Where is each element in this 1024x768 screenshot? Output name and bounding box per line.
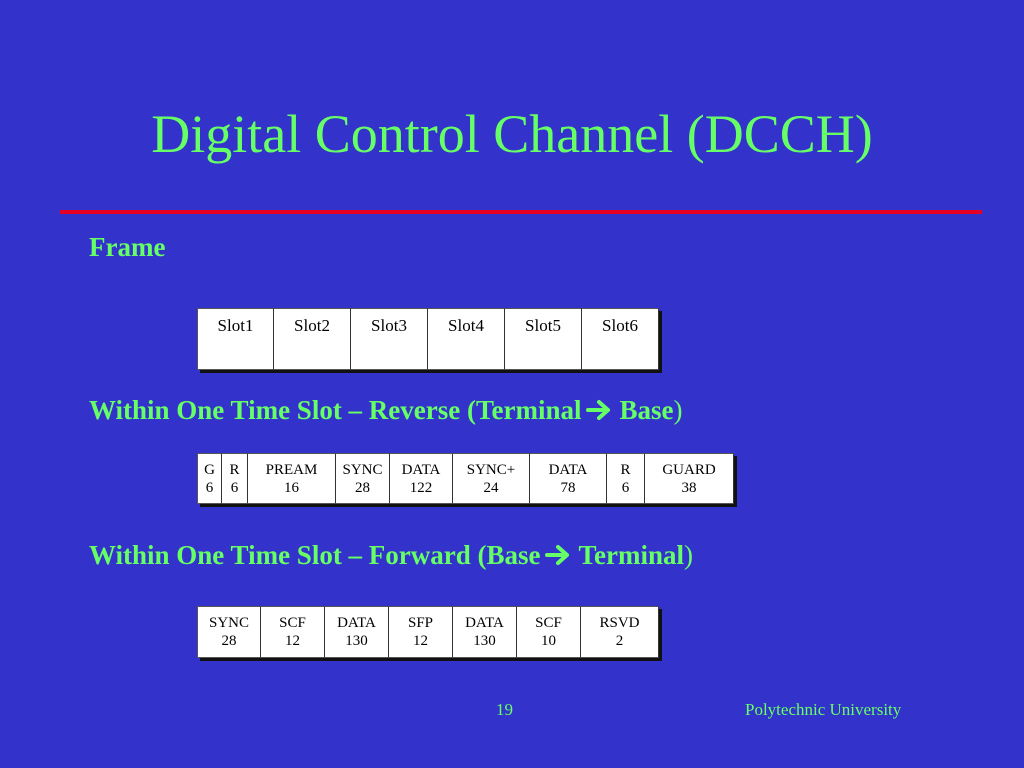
- field-name: R: [229, 461, 240, 478]
- field-bits: 12: [285, 633, 300, 649]
- field-name: SYNC+: [466, 461, 516, 478]
- field-name: SYNC: [342, 461, 383, 478]
- frame-slot-2: Slot2: [274, 308, 351, 370]
- field-name: SFP: [407, 615, 434, 631]
- field-name: DATA: [548, 461, 588, 478]
- field-bits: 16: [284, 479, 299, 496]
- reverse-heading-suffix: ): [673, 395, 683, 425]
- field-bits: 78: [560, 479, 576, 496]
- field-name: GUARD: [662, 461, 716, 478]
- right-arrow-icon: [544, 545, 569, 565]
- field-bits: 130: [473, 633, 496, 649]
- forward-heading-prefix: Within One Time Slot – Forward (: [89, 540, 487, 570]
- forward-field: SYNC 28: [197, 606, 261, 658]
- footer-institution: Polytechnic University: [745, 700, 902, 719]
- field-bits: 28: [355, 479, 370, 496]
- frame-slot-1: Slot1: [197, 308, 274, 370]
- slide-title: Digital Control Channel (DCCH): [151, 104, 873, 164]
- field-bits: 24: [483, 479, 499, 496]
- forward-field: SCF 10: [517, 606, 581, 658]
- forward-field: RSVD 2: [581, 606, 659, 658]
- reverse-field: SYNC+24: [453, 453, 530, 504]
- reverse-heading: Within One Time Slot – Reverse (Terminal…: [89, 395, 683, 426]
- field-bits: 10: [541, 633, 556, 649]
- frame-slot-3: Slot3: [351, 308, 428, 370]
- forward-from: Base: [486, 540, 541, 570]
- field-name: SYNC: [208, 615, 249, 631]
- frame-slot-4: Slot4: [428, 308, 505, 370]
- field-bits: 12: [413, 633, 428, 649]
- forward-heading: Within One Time Slot – Forward (Base Term…: [89, 540, 693, 571]
- forward-field: SFP 12: [389, 606, 453, 658]
- field-name: DATA: [337, 615, 376, 631]
- field-name: DATA: [401, 461, 441, 478]
- field-bits: 122: [409, 479, 433, 496]
- right-arrow-icon: [585, 400, 610, 420]
- field-name: SCF: [279, 615, 306, 631]
- field-bits: 6: [621, 479, 630, 496]
- field-name: R: [620, 461, 631, 478]
- frame-heading: Frame: [89, 232, 166, 262]
- title-divider: [60, 210, 982, 214]
- field-bits: 2: [615, 633, 624, 649]
- field-name: SCF: [535, 615, 562, 631]
- forward-to: Terminal: [578, 540, 685, 570]
- reverse-heading-prefix: Within One Time Slot – Reverse (: [89, 395, 476, 425]
- field-name: G: [204, 461, 215, 478]
- forward-field: DATA 130: [453, 606, 517, 658]
- field-bits: 130: [345, 633, 368, 649]
- reverse-to: Base: [619, 395, 674, 425]
- frame-slot-5: Slot5: [505, 308, 582, 370]
- forward-heading-suffix: ): [684, 540, 694, 570]
- field-bits: 6: [230, 479, 239, 496]
- field-name: DATA: [465, 615, 504, 631]
- forward-field: DATA 130: [325, 606, 389, 658]
- field-bits: 38: [681, 479, 697, 496]
- reverse-from: Terminal: [476, 395, 582, 425]
- field-name: RSVD: [599, 615, 640, 631]
- frame-slot-strip: Slot1 Slot2 Slot3 Slot4 Slot5 Slot6: [197, 308, 659, 370]
- page-number: 19: [496, 700, 513, 719]
- field-bits: 6: [205, 479, 214, 496]
- forward-field-strip: SYNC 28 SCF 12 DATA 130 SFP 12 DATA 130 SCF 10…: [197, 606, 659, 658]
- field-bits: 28: [221, 633, 237, 649]
- field-name: PREAM: [265, 461, 318, 478]
- frame-slot-6: Slot6: [582, 308, 659, 370]
- forward-field: SCF 12: [261, 606, 325, 658]
